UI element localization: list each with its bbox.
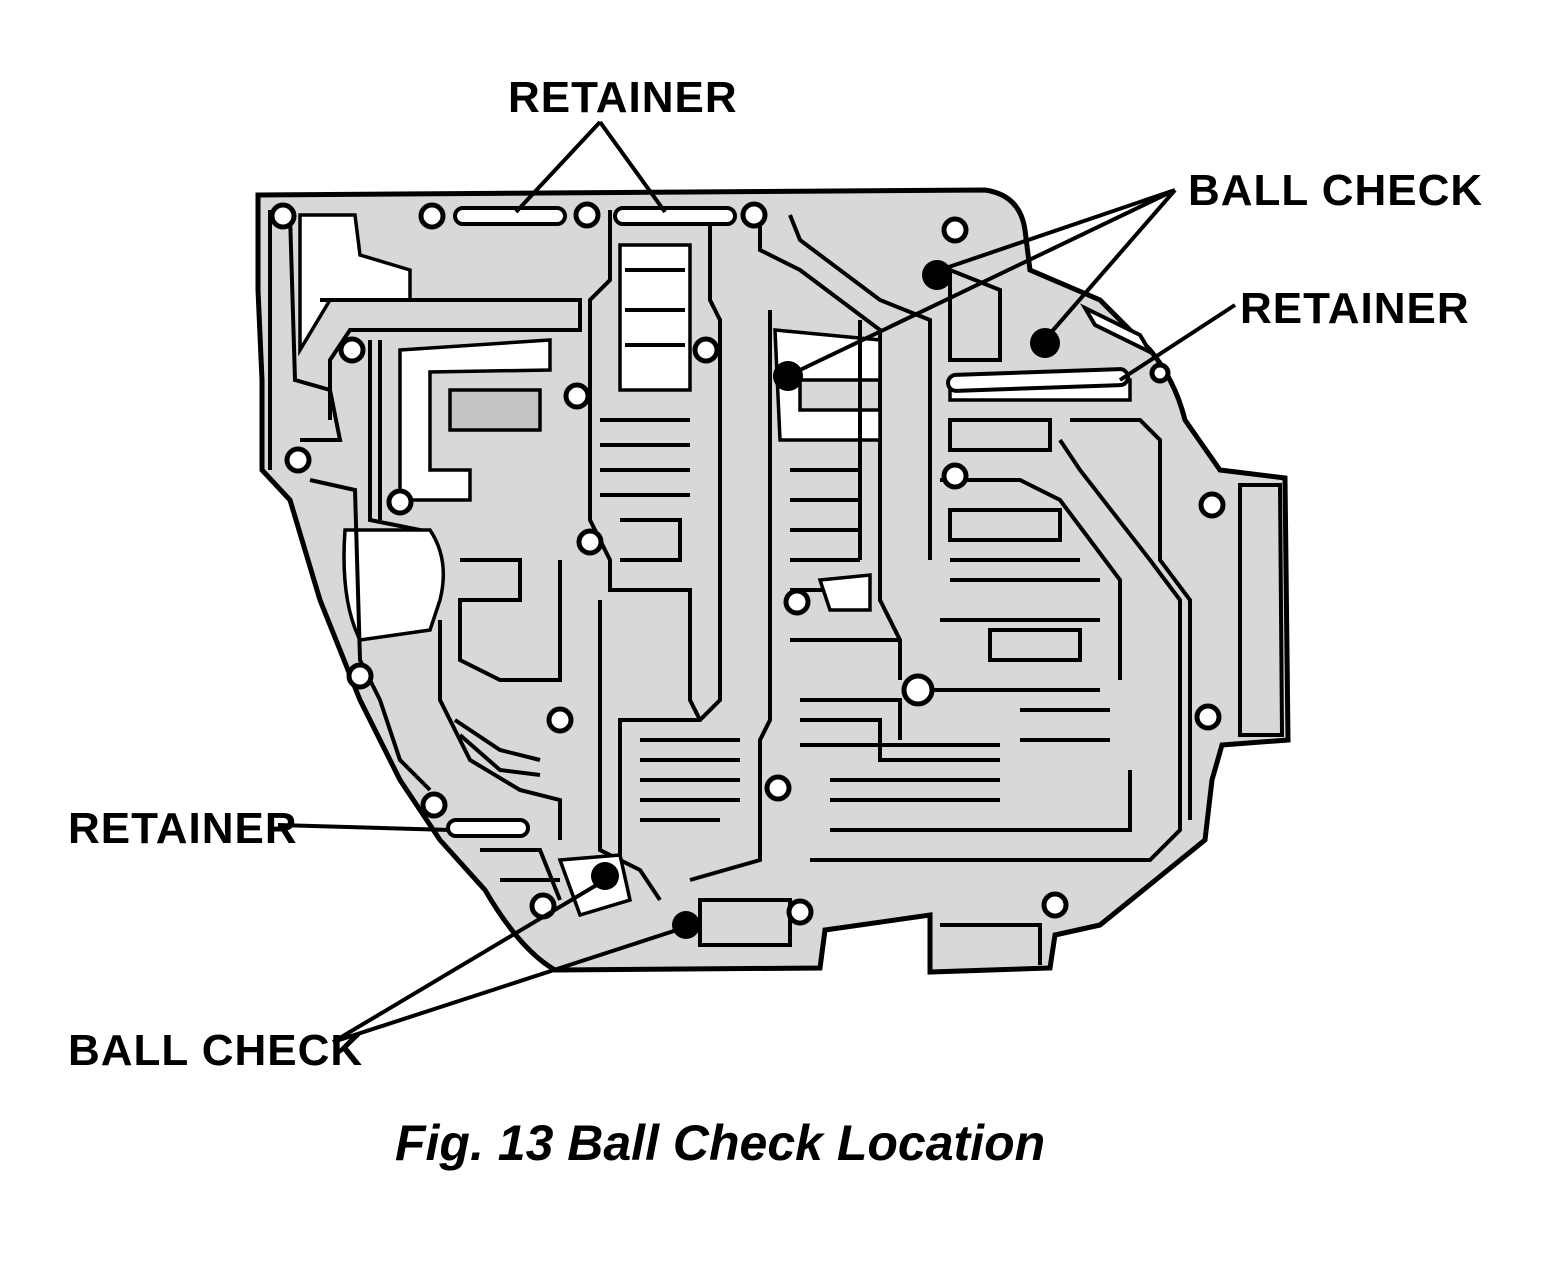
leader-retainer-right	[1118, 303, 1237, 382]
label-retainer-left: RETAINER	[68, 804, 298, 853]
bolt-holes	[269, 201, 1226, 926]
ball-check-center	[773, 361, 803, 391]
retainer-right	[946, 367, 1130, 393]
label-retainer-right: RETAINER	[1240, 284, 1470, 333]
ball-check-upper-right	[922, 260, 952, 290]
leader-lines	[277, 120, 1237, 1044]
fluid-passages	[268, 210, 1192, 947]
leader-retainer-top	[514, 120, 667, 214]
figure-caption: Fig. 13 Ball Check Location	[395, 1115, 1045, 1171]
retainer-top-left	[453, 206, 567, 226]
leader-ball-check-top	[799, 188, 1177, 372]
leader-retainer-left	[277, 823, 451, 832]
leader-ball-check-bottom	[331, 878, 684, 1044]
retainer-left	[446, 818, 530, 838]
label-retainer-top: RETAINER	[508, 73, 738, 122]
ball-check-lower-center	[672, 911, 700, 939]
label-ball-check-bottom-left: BALL CHECK	[68, 1026, 363, 1075]
retainers	[446, 206, 1156, 838]
ball-check-right	[1030, 328, 1060, 358]
ball-checks	[591, 260, 1060, 939]
label-ball-check-top-right: BALL CHECK	[1188, 166, 1483, 215]
retainer-top-right	[613, 206, 737, 226]
